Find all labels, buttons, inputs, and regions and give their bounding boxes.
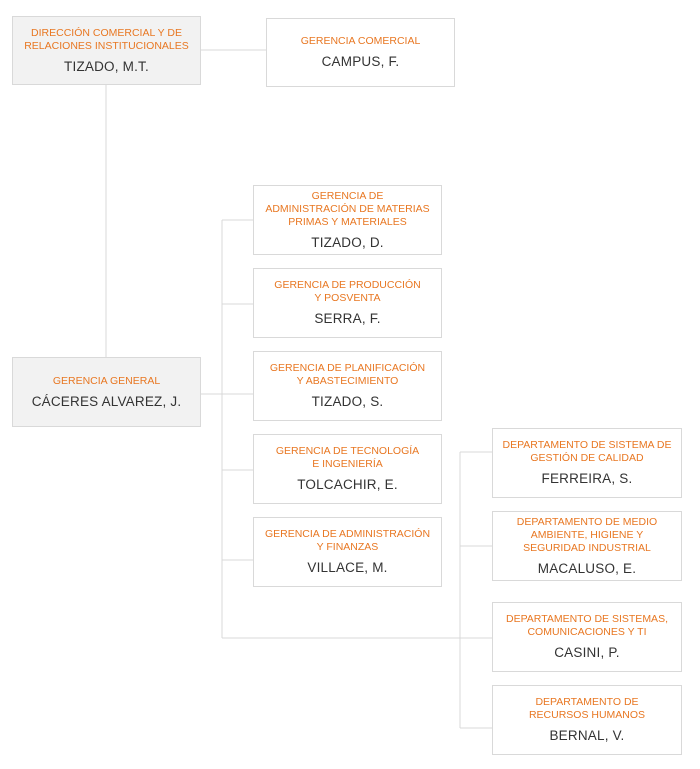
node-name: VILLACE, M. bbox=[307, 560, 388, 575]
node-gerencia-general: GERENCIA GENERAL CÁCERES ALVAREZ, J. bbox=[12, 357, 201, 427]
node-depto-medio-ambiente: DEPARTAMENTO DE MEDIO AMBIENTE, HIGIENE … bbox=[492, 511, 682, 581]
node-gerencia-tecnologia: GERENCIA DE TECNOLOGÍA E INGENIERÍA TOLC… bbox=[253, 434, 442, 504]
node-name: FERREIRA, S. bbox=[541, 471, 633, 486]
node-depto-sistemas: DEPARTAMENTO DE SISTEMAS, COMUNICACIONES… bbox=[492, 602, 682, 672]
node-role: GERENCIA COMERCIAL bbox=[300, 35, 421, 47]
node-name: SERRA, F. bbox=[314, 311, 381, 326]
node-gerencia-materias: GERENCIA DE ADMINISTRACIÓN DE MATERIAS P… bbox=[253, 185, 442, 255]
node-name: TIZADO, M.T. bbox=[64, 58, 149, 74]
node-gerencia-comercial: GERENCIA COMERCIAL CAMPUS, F. bbox=[266, 18, 455, 87]
node-name: TIZADO, D. bbox=[311, 234, 384, 250]
node-role: GERENCIA DE ADMINISTRACIÓN Y FINANZAS bbox=[264, 528, 431, 553]
node-role: DEPARTAMENTO DE SISTEMAS, COMUNICACIONES… bbox=[505, 613, 668, 638]
node-direccion-comercial: DIRECCIÓN COMERCIAL Y DE RELACIONES INST… bbox=[12, 16, 201, 85]
node-name: CASINI, P. bbox=[554, 645, 620, 660]
node-depto-rrhh: DEPARTAMENTO DE RECURSOS HUMANOS BERNAL,… bbox=[492, 685, 682, 755]
node-name: TOLCACHIR, E. bbox=[297, 477, 398, 492]
node-depto-calidad: DEPARTAMENTO DE SISTEMA DE GESTIÓN DE CA… bbox=[492, 428, 682, 498]
node-gerencia-planificacion: GERENCIA DE PLANIFICACIÓN Y ABASTECIMIEN… bbox=[253, 351, 442, 421]
node-role: GERENCIA DE PLANIFICACIÓN Y ABASTECIMIEN… bbox=[269, 362, 426, 387]
node-role: GERENCIA DE ADMINISTRACIÓN DE MATERIAS P… bbox=[265, 189, 430, 228]
node-gerencia-administracion: GERENCIA DE ADMINISTRACIÓN Y FINANZAS VI… bbox=[253, 517, 442, 587]
node-role: GERENCIA GENERAL bbox=[52, 374, 161, 387]
node-gerencia-produccion: GERENCIA DE PRODUCCIÓN Y POSVENTA SERRA,… bbox=[253, 268, 442, 338]
node-role: DEPARTAMENTO DE RECURSOS HUMANOS bbox=[528, 696, 646, 721]
node-role: GERENCIA DE TECNOLOGÍA E INGENIERÍA bbox=[275, 445, 420, 470]
node-name: MACALUSO, E. bbox=[537, 560, 637, 576]
node-name: CAMPUS, F. bbox=[321, 54, 400, 69]
node-name: BERNAL, V. bbox=[549, 728, 625, 743]
node-name: CÁCERES ALVAREZ, J. bbox=[31, 393, 182, 409]
node-role: DEPARTAMENTO DE SISTEMA DE GESTIÓN DE CA… bbox=[502, 439, 672, 464]
node-name: TIZADO, S. bbox=[311, 394, 384, 409]
node-role: DIRECCIÓN COMERCIAL Y DE RELACIONES INST… bbox=[24, 26, 189, 52]
node-role: DEPARTAMENTO DE MEDIO AMBIENTE, HIGIENE … bbox=[516, 515, 658, 554]
node-role: GERENCIA DE PRODUCCIÓN Y POSVENTA bbox=[274, 279, 421, 304]
